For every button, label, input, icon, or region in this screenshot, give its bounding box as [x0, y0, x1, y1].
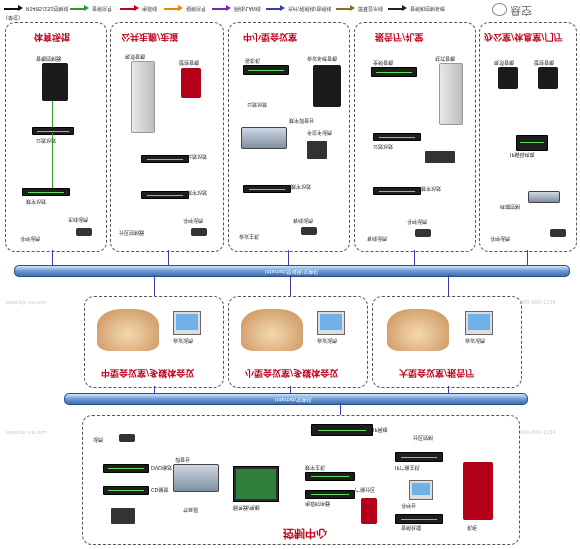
room-box-2: 会议话筒 小型会议室/多媒体会议	[228, 296, 368, 388]
speaker-icon	[313, 65, 341, 107]
amplifier-icon	[141, 155, 189, 163]
amplifier-icon	[373, 133, 421, 141]
room-box-1: 会议话筒 中型会议室/多媒体会议	[84, 296, 224, 388]
amplifier-icon	[141, 191, 189, 199]
network-bus-bottom: Internet/交换机	[64, 393, 528, 405]
area-title: 中小型会议室	[243, 31, 298, 41]
room-title: 中型会议室/多媒体会议	[101, 367, 195, 377]
brand-text: 悬空	[510, 4, 532, 17]
microphone-icon	[425, 151, 455, 163]
monitor-icon	[465, 311, 493, 335]
area-title: 体育场馆	[34, 31, 71, 41]
ip-host-icon	[395, 452, 443, 462]
microphone-icon	[119, 434, 135, 442]
speaker-icon	[498, 67, 518, 89]
mixer-icon	[173, 464, 219, 492]
cd-player-icon	[103, 486, 149, 495]
speaker-icon	[42, 63, 68, 101]
room-box-3: 会议话筒 大型会议室/报告厅	[372, 296, 522, 388]
legend-unit: (单位)	[6, 14, 20, 20]
monitor-icon	[409, 480, 433, 500]
area-box-3: 中小型会议室 会议系统音箱 投影机 公放功放 数字调音台 手拉手话筒 数字功放 …	[228, 22, 350, 252]
area-box-5: 办公室/休息室/门厅 吸顶音箱 壁挂音箱 IP解码终端 终端控制 寻呼话筒	[479, 22, 577, 252]
podium-icon	[387, 309, 449, 351]
amplifier-icon	[22, 188, 70, 196]
speaker-icon	[371, 67, 417, 77]
controller-icon	[528, 191, 560, 203]
room-title: 大型会议室/报告厅	[399, 367, 475, 377]
area-title: 报告厅/礼堂	[375, 31, 424, 41]
amplifier-icon	[516, 135, 548, 151]
network-bus-top: Internet/局域网/交换机	[14, 265, 570, 277]
microphone-icon	[301, 227, 317, 235]
podium-icon	[97, 309, 159, 351]
microphone-icon	[415, 229, 431, 237]
speaker-icon	[538, 67, 558, 89]
speaker-icon	[131, 61, 155, 133]
legend-item: 屏幕显示线	[336, 4, 384, 14]
area-box-4: 报告厅/礼堂 全频音箱 柱式音箱 公放功放 数字功放 寻呼话筒 有线话筒	[354, 22, 476, 252]
control-center-box: 话筒 DVD播放 CD播放 调音台 服务器/电脑 数字主机 电源时序器 IP网络…	[82, 415, 520, 545]
wechat-icon	[492, 3, 507, 16]
microphone-icon	[191, 228, 207, 236]
legend-item: 视频信号	[164, 4, 208, 14]
area-title: 公共走廊/走道	[121, 31, 179, 41]
area-box-1: 体育场馆 音箱控制器 公放功放 数字功放 无线话筒 寻呼话筒	[5, 22, 107, 252]
control-center-title: 控制中心	[283, 527, 327, 540]
microphone-icon	[76, 228, 92, 236]
mixer-icon	[241, 127, 287, 149]
legend-item: 网线/LAN线	[212, 4, 262, 14]
speaker-icon	[181, 68, 201, 98]
power-icon	[361, 498, 377, 524]
legend-item: 音频和控制系统	[388, 4, 445, 14]
microphone-icon	[550, 229, 566, 237]
room-title: 小型会议室/多媒体会议	[245, 367, 339, 377]
podium-icon	[241, 309, 303, 351]
amplifier-icon	[373, 187, 421, 195]
amplifier-icon	[305, 472, 355, 481]
microphone-icon	[111, 508, 135, 524]
dvd-player-icon	[103, 464, 149, 473]
legend-item: 电源线	[120, 4, 162, 14]
monitor-icon	[173, 311, 201, 335]
monitor-icon	[233, 466, 279, 502]
audio-processor-icon	[395, 514, 443, 524]
area-box-2: 公共走廊/走道 壁挂音箱 吸顶音箱 公放功放 数字功放 寻呼话筒 分区控制器	[110, 22, 224, 252]
speaker-icon	[439, 63, 463, 125]
legend-item: 光纤/视频线/音频线	[266, 4, 332, 14]
switch-icon	[311, 424, 373, 436]
power-sequencer-icon	[305, 490, 355, 499]
amplifier-icon	[32, 127, 74, 135]
cabinet-icon	[463, 462, 493, 520]
monitor-icon	[317, 311, 345, 335]
legend-item: 音频信号	[70, 4, 118, 14]
projector-icon	[243, 65, 289, 75]
microphone-icon	[307, 141, 327, 159]
amplifier-icon	[243, 185, 291, 193]
area-title: 办公室/休息室/门厅	[484, 31, 563, 41]
legend-item: RS485/232控制线	[4, 4, 68, 14]
